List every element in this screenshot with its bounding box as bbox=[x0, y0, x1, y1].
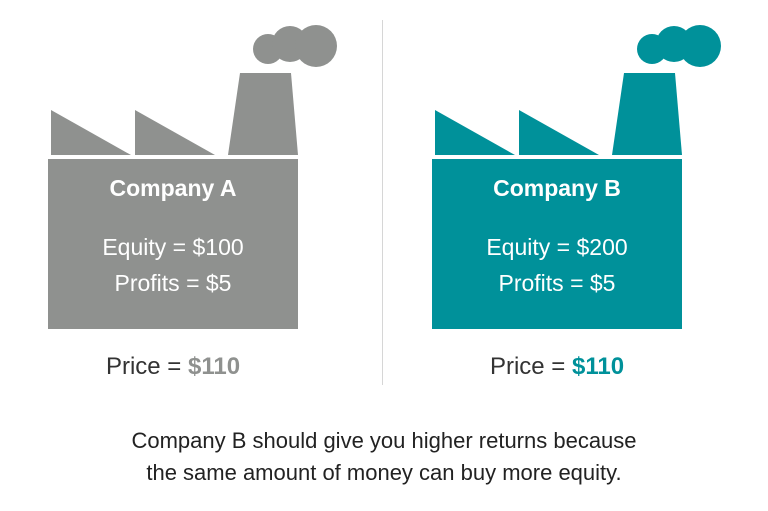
company-a-equity: Equity = $100 bbox=[102, 234, 244, 260]
caption-line-1: Company B should give you higher returns… bbox=[131, 428, 637, 453]
smoke-cloud-a-right bbox=[295, 25, 337, 67]
company-b-title: Company B bbox=[493, 175, 621, 201]
roof-sawtooth-b-1 bbox=[435, 110, 515, 155]
roof-sawtooth-a-2 bbox=[135, 110, 215, 155]
chimney-a bbox=[228, 73, 298, 155]
company-b-profits: Profits = $5 bbox=[498, 270, 616, 296]
company-a-title: Company A bbox=[109, 175, 237, 201]
factory-b-icon bbox=[432, 25, 721, 329]
company-b-price: Price = $110 bbox=[432, 353, 682, 381]
company-a-price-value: $110 bbox=[187, 353, 241, 380]
company-b-price-label: Price = bbox=[489, 353, 572, 380]
center-divider bbox=[382, 20, 383, 385]
factory-b-body bbox=[432, 159, 682, 329]
chimney-b bbox=[612, 73, 682, 155]
factory-a-body bbox=[48, 159, 298, 329]
company-a-profits: Profits = $5 bbox=[114, 270, 232, 296]
company-a-price: Price = $110 bbox=[48, 353, 298, 381]
roof-sawtooth-a-1 bbox=[51, 110, 131, 155]
smoke-cloud-b-right bbox=[679, 25, 721, 67]
company-b-equity: Equity = $200 bbox=[486, 234, 628, 260]
company-b-price-value: $110 bbox=[571, 353, 625, 380]
roof-sawtooth-b-2 bbox=[519, 110, 599, 155]
caption-line-2: the same amount of money can buy more eq… bbox=[146, 460, 622, 485]
company-a-price-label: Price = bbox=[105, 353, 188, 380]
factory-a-icon bbox=[48, 25, 337, 329]
